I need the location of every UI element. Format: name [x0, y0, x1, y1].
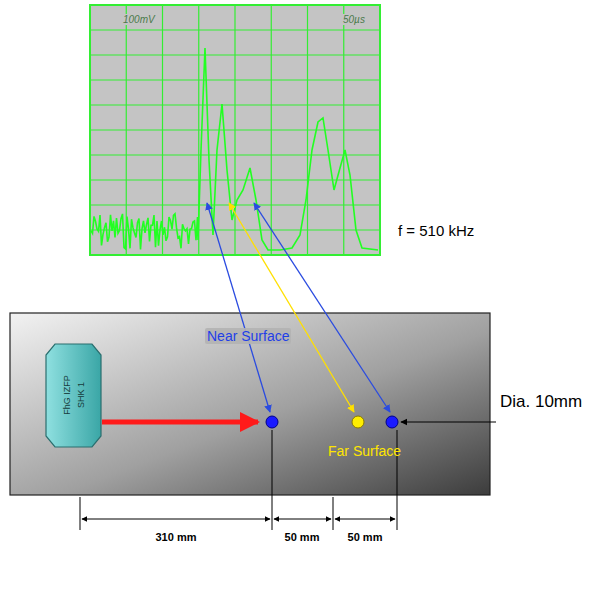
probe-label: SHK 1 [76, 382, 86, 408]
scope-screen: 100mV 50µs [90, 5, 380, 255]
probe-outline [45, 343, 102, 448]
dimension-label: 310 mm [156, 531, 197, 543]
echo-arrow [254, 203, 390, 412]
scope-screen [90, 5, 380, 255]
scale-label: 100mV [122, 14, 156, 25]
far-hole [352, 416, 364, 428]
scale-label: 50µs [342, 14, 366, 25]
near-hole [386, 416, 398, 428]
near-hole [266, 416, 278, 428]
probe: FhG IZFP SHK 1 [45, 343, 102, 448]
test-block [10, 313, 490, 495]
dimension-label: 50 mm [348, 531, 383, 543]
probe-label: FhG IZFP [62, 375, 72, 415]
region-label: Near Surface [205, 328, 291, 344]
dimension-label: 50 mm [285, 531, 320, 543]
frequency-label: f = 510 kHz [398, 222, 474, 239]
sound-beam [102, 420, 258, 425]
diameter-label: Dia. 10mm [500, 392, 582, 412]
region-label: Far Surface [328, 443, 401, 459]
echo-arrow [229, 203, 354, 412]
echo-arrow [207, 203, 270, 412]
scope-grid [90, 5, 380, 255]
leader-arrow [401, 421, 496, 422]
test-block: Near SurfaceFar Surface FhG IZFP SHK 1 [10, 313, 490, 495]
signal-trace [91, 48, 378, 250]
